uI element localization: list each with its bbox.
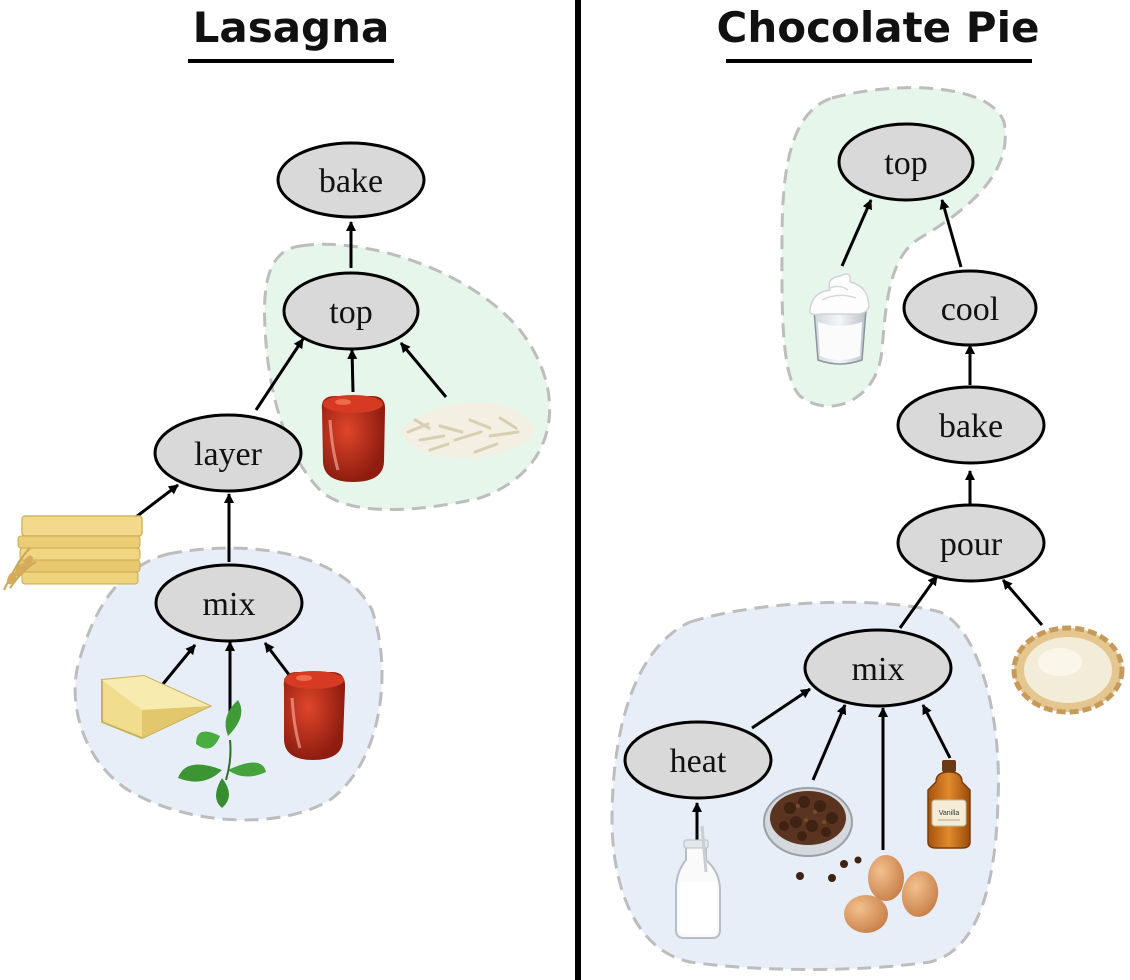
node-heat: heat bbox=[623, 720, 773, 800]
vanilla-label: Vanilla bbox=[939, 810, 960, 817]
edge-chips-to-mix bbox=[811, 704, 847, 781]
edge-layer-to-top bbox=[254, 338, 305, 411]
edge-parmesan-to-mix bbox=[156, 644, 197, 691]
node-layer-label: layer bbox=[194, 436, 263, 473]
node-bake: bake bbox=[276, 141, 426, 219]
node-top: top bbox=[282, 271, 420, 351]
chocolate-chips-icon bbox=[763, 787, 862, 882]
basil-icon bbox=[178, 700, 266, 808]
edge-noodles-to-layer bbox=[131, 483, 179, 522]
edge-cream-to-top bbox=[840, 199, 873, 267]
tomato-sauce-icon bbox=[321, 395, 386, 482]
eggs-icon bbox=[844, 855, 939, 933]
pie-crust-icon bbox=[1011, 625, 1125, 715]
edge-sauce-to-top bbox=[347, 349, 358, 393]
chocolate-pie-panel: Chocolate Pie top cool bake bbox=[610, 3, 1125, 971]
whipped-cream-icon bbox=[809, 273, 870, 365]
edge-cool-to-top bbox=[939, 199, 963, 268]
node-pie-bake: bake bbox=[896, 385, 1046, 465]
node-layer: layer bbox=[153, 413, 303, 493]
node-mix-label: mix bbox=[203, 586, 256, 623]
node-cool: cool bbox=[902, 269, 1038, 347]
lasagna-noodles-icon bbox=[3, 515, 143, 591]
parmesan-cheese-icon bbox=[101, 674, 213, 740]
edge-heat-to-mix bbox=[751, 687, 811, 730]
edge-crust-to-pour bbox=[1001, 579, 1044, 626]
node-pie-top: top bbox=[837, 122, 975, 202]
node-cool-label: cool bbox=[941, 291, 1000, 328]
edge-cheese-to-top bbox=[399, 342, 448, 398]
node-top-label: top bbox=[329, 294, 372, 331]
tomato-sauce-icon-2 bbox=[283, 671, 346, 760]
node-pie-mix-label: mix bbox=[852, 651, 905, 688]
node-pour-label: pour bbox=[940, 526, 1003, 563]
node-pie-mix: mix bbox=[803, 628, 953, 708]
edge-vanilla-to-mix bbox=[921, 704, 952, 759]
pie-title: Chocolate Pie bbox=[717, 3, 1040, 52]
edge-mix-to-pour bbox=[898, 575, 939, 629]
edge-sauce2-to-mix bbox=[263, 642, 292, 677]
node-pie-top-label: top bbox=[884, 145, 927, 182]
node-pie-bake-label: bake bbox=[939, 408, 1003, 445]
node-bake-label: bake bbox=[319, 163, 383, 200]
vanilla-extract-icon: Vanilla bbox=[927, 760, 971, 849]
milk-bottle-icon bbox=[675, 825, 721, 939]
lasagna-panel: Lasagna bake top layer mix bbox=[3, 3, 552, 822]
node-heat-label: heat bbox=[670, 743, 727, 780]
lasagna-title: Lasagna bbox=[193, 3, 390, 52]
node-mix: mix bbox=[154, 563, 304, 643]
node-pour: pour bbox=[896, 503, 1046, 583]
shredded-cheese-icon bbox=[400, 401, 535, 458]
